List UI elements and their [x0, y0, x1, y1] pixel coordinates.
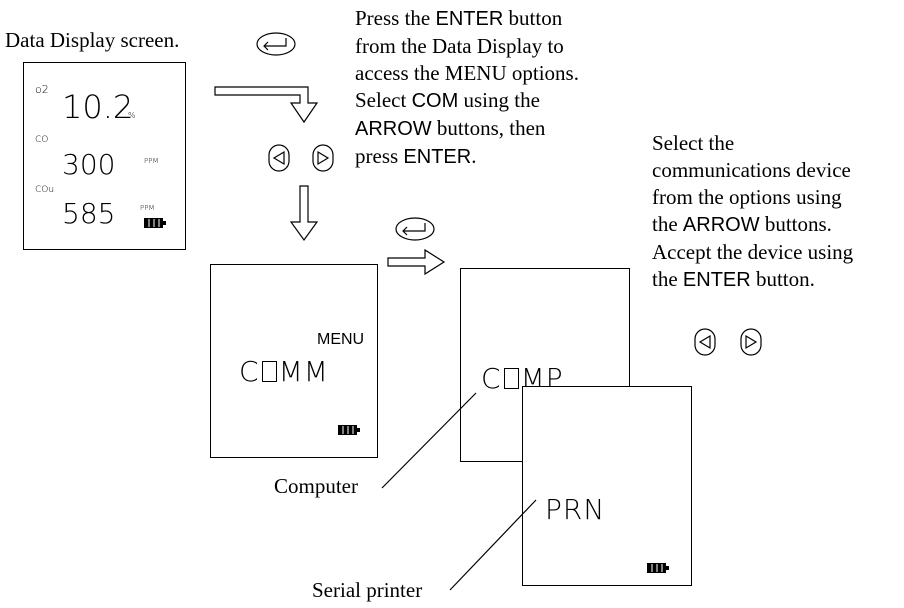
flow-arrow-icon [387, 248, 446, 276]
segment-o-glyph [261, 361, 277, 382]
battery-icon [144, 218, 166, 228]
serial-printer-caption: Serial printer [312, 578, 423, 602]
data-display-caption: Data Display screen. [5, 28, 180, 52]
left-arrow-button-icon [268, 144, 290, 172]
instruction-2-line-1: Select the [652, 131, 735, 155]
left-arrow-button-icon [694, 328, 716, 356]
flow-arrow-icon [214, 86, 319, 124]
instruction-1-line-1: Press the ENTER button [355, 6, 563, 30]
o2-unit: % [128, 111, 136, 120]
battery-icon [338, 425, 360, 435]
battery-icon [647, 563, 669, 573]
instruction-1-line-5: ARROW buttons, then [355, 116, 546, 140]
device-select-instructions: Select the communications device from th… [652, 130, 853, 294]
cou-value: 585 [62, 197, 116, 230]
co-value: 300 [62, 148, 116, 181]
cou-unit: PPM [140, 204, 155, 212]
computer-leader-line [381, 392, 477, 489]
instruction-2-line-6: the ENTER button. [652, 267, 815, 291]
prn-option: PRN [545, 493, 606, 526]
serial-printer-leader-line [449, 499, 537, 591]
right-arrow-button-icon [312, 144, 334, 172]
menu-title: MENU [317, 331, 365, 348]
instruction-1-line-2: from the Data Display to [355, 34, 564, 58]
instruction-2-line-3: from the options using [652, 185, 842, 209]
instruction-1-line-3: access the MENU options. [355, 61, 579, 85]
instruction-2-line-5: Accept the device using [652, 240, 854, 264]
o2-value: 10.2 [62, 88, 134, 126]
segment-o-glyph [503, 368, 519, 389]
o2-label: o2 [35, 83, 49, 96]
co-label: CO [35, 135, 49, 145]
computer-caption: Computer [274, 474, 358, 498]
prn-screen: PRN [522, 386, 692, 586]
instruction-1-line-4: Select COM using the [355, 88, 540, 112]
enter-button-icon [395, 217, 435, 241]
menu-instructions: Press the ENTER button from the Data Dis… [355, 5, 579, 171]
instruction-2-line-4: the ARROW buttons. [652, 212, 832, 236]
instruction-1-line-6: press ENTER. [355, 144, 477, 168]
data-display-screen: o2 10.2 % CO 300 PPM COu 585 PPM [23, 62, 186, 250]
flow-arrow-icon [289, 185, 319, 242]
enter-button-icon [256, 32, 296, 56]
instruction-2-line-2: communications device [652, 158, 851, 182]
cou-label: COu [35, 185, 55, 195]
co-unit: PPM [144, 157, 159, 165]
right-arrow-button-icon [740, 328, 762, 356]
